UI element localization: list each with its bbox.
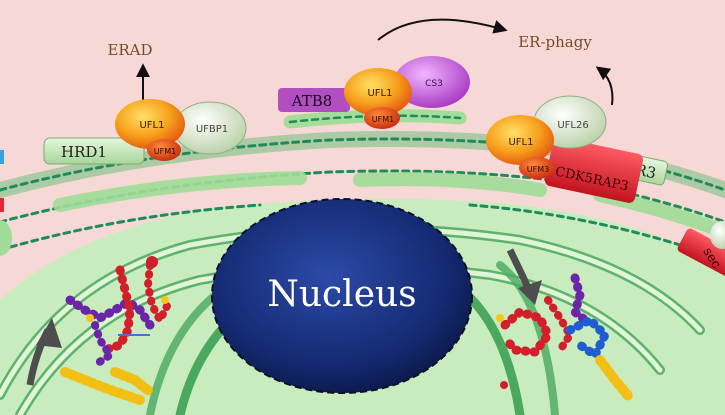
ufm1-label-center: UFM1 (372, 115, 394, 124)
complex-erad: UFBP1 UFL1 UFM1 (115, 99, 247, 161)
complex-er-phagy-center: CS3 UFL1 UFM1 (344, 56, 470, 129)
bead-protein-left (60, 256, 174, 405)
er-phagy-label: ER-phagy (518, 33, 592, 51)
sec-bar: sec (677, 221, 725, 277)
left-edge-fragments (0, 150, 12, 256)
erad-annotation: ERAD (107, 41, 153, 102)
complex-er-phagy-right: CYB5R3 CDK5RAP3 UFL26 UFL1 UFM3 (486, 95, 669, 203)
atb8-bar: ATB8 (278, 88, 350, 112)
hrd1-label: HRD1 (61, 143, 107, 161)
nucleus: Nucleus (211, 198, 473, 394)
ufl1-label-center: UFL1 (367, 88, 392, 99)
bead-protein-right (496, 273, 635, 403)
ufm1-label-left: UFM1 (154, 147, 176, 156)
hrd1-bar: HRD1 (43, 137, 145, 165)
ufl26-label: UFL26 (557, 120, 588, 131)
er-phagy-annotation: ER-phagy (377, 18, 614, 106)
ufl1-label-right: UFL1 (508, 137, 533, 148)
ufm3-label: UFM3 (527, 165, 549, 174)
ufl1-label-left: UFL1 (139, 120, 164, 131)
cs3-label: CS3 (425, 79, 443, 89)
ufbp1-label: UFBP1 (196, 124, 228, 135)
atb8-label: ATB8 (291, 92, 333, 110)
nucleus-label: Nucleus (267, 274, 416, 315)
erad-label: ERAD (107, 41, 152, 59)
lumen-arrows (26, 248, 542, 386)
